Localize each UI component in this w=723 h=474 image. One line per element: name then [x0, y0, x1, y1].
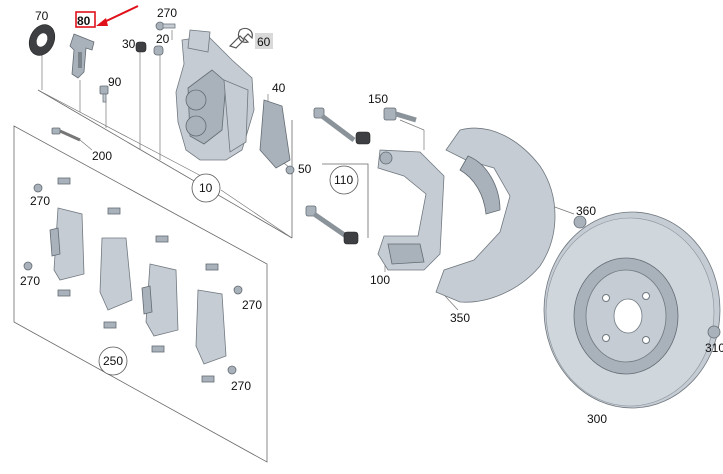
label-150[interactable]: 150 [368, 92, 388, 106]
label-350[interactable]: 350 [450, 311, 470, 325]
part-150-bolt [383, 107, 417, 123]
part-110-guide-pins [305, 107, 371, 245]
label-270-top[interactable]: 270 [157, 6, 177, 20]
pad-set-frame [13, 125, 268, 463]
label-250[interactable]: 250 [103, 354, 123, 368]
label-70[interactable]: 70 [35, 9, 49, 23]
label-200[interactable]: 200 [92, 149, 112, 163]
caliper-housing [175, 29, 255, 161]
part-80-spring-clip [69, 33, 95, 79]
part-250-pad-set [49, 207, 227, 365]
label-360[interactable]: 360 [576, 204, 596, 218]
part-90-bolt [99, 85, 109, 103]
part-30-bushing [135, 41, 147, 53]
part-100-caliper-bracket [377, 149, 445, 271]
part-20-bushing [153, 45, 164, 56]
part-310-screw [707, 325, 721, 339]
part-labels: 70 80 270 30 20 60 90 40 150 200 10 50 1… [20, 6, 723, 426]
wrench-icon [228, 27, 273, 49]
part-40-shim [259, 99, 291, 169]
label-270-d[interactable]: 270 [231, 379, 251, 393]
label-300[interactable]: 300 [587, 412, 607, 426]
group-250-callout [98, 346, 128, 376]
label-270-c[interactable]: 270 [242, 298, 262, 312]
label-270-b[interactable]: 270 [20, 274, 40, 288]
group-outlines [13, 89, 369, 463]
label-60[interactable]: 60 [257, 35, 271, 49]
part-200-pin [51, 127, 81, 142]
label-310[interactable]: 310 [705, 341, 723, 355]
label-270-a[interactable]: 270 [30, 194, 50, 208]
label-50[interactable]: 50 [298, 162, 312, 176]
group-110-callout [329, 165, 359, 195]
part-70-seal-ring [28, 24, 56, 56]
part-50-screw [285, 165, 295, 175]
group-10-line-a [37, 89, 293, 239]
label-90[interactable]: 90 [108, 75, 122, 89]
label-40[interactable]: 40 [272, 81, 286, 95]
part-270-top-screw [155, 21, 176, 31]
label-80[interactable]: 80 [77, 14, 91, 28]
highlight-box [75, 11, 96, 28]
group-10-callout [191, 173, 221, 203]
part-360-screw [573, 215, 587, 229]
label-20[interactable]: 20 [156, 32, 170, 46]
pad-hardware [23, 177, 243, 383]
label-110[interactable]: 110 [334, 173, 353, 187]
part-350-dust-shield [435, 127, 556, 303]
highlight-marker [75, 5, 139, 28]
label-100[interactable]: 100 [370, 273, 390, 287]
group-110-bracket [322, 163, 369, 238]
label-30[interactable]: 30 [122, 37, 136, 51]
label-10[interactable]: 10 [199, 181, 213, 195]
part-300-brake-disc [543, 211, 721, 409]
highlight-arrow-head [96, 18, 108, 26]
